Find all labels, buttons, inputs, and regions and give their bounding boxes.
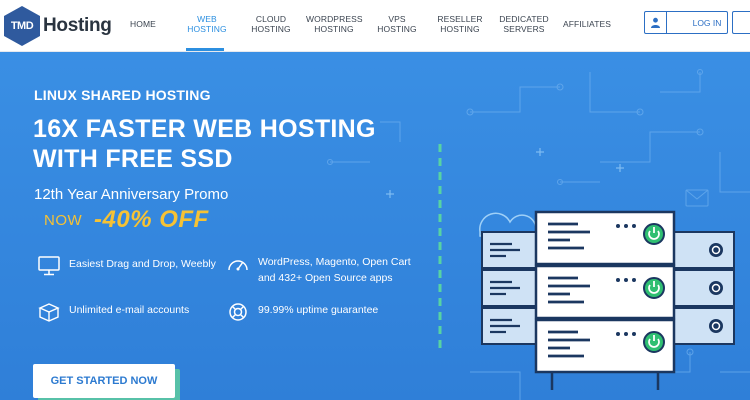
hero-eyebrow: LINUX SHARED HOSTING: [34, 87, 211, 103]
logo-mark: TMD: [4, 6, 40, 46]
server-rack-illustration: [479, 210, 735, 390]
gauge-icon: [228, 260, 248, 271]
nav-active-indicator: [186, 48, 224, 51]
nav-affiliates[interactable]: AFFILIATES: [562, 19, 612, 29]
feature-drag-drop: Easiest Drag and Drop, Weebly: [37, 256, 216, 276]
monitor-icon: [38, 256, 60, 276]
promo-discount: -40% OFF: [94, 206, 209, 233]
promo-now: NOW: [44, 212, 83, 229]
user-icon: [645, 12, 667, 33]
circuit-background: [327, 69, 750, 400]
feature-uptime: 99.99% uptime guarantee: [226, 302, 378, 322]
logo-text: Hosting: [43, 15, 112, 36]
menu-button[interactable]: [732, 11, 750, 34]
dashed-divider: [438, 144, 442, 354]
login-label: LOG IN: [692, 17, 722, 28]
login-button[interactable]: LOG IN: [644, 11, 728, 34]
feature-email: Unlimited e-mail accounts: [37, 302, 189, 322]
logo[interactable]: TMD Hosting: [4, 6, 112, 46]
promo-text: 12th Year Anniversary Promo: [34, 186, 229, 203]
nav-home[interactable]: HOME: [130, 19, 156, 29]
box-icon: [38, 303, 60, 322]
lifebuoy-icon: [229, 303, 247, 321]
hero-banner: LINUX SHARED HOSTING 16X FASTER WEB HOST…: [0, 52, 750, 400]
get-started-button[interactable]: GET STARTED NOW: [33, 364, 175, 398]
hero-headline: 16X FASTER WEB HOSTING WITH FREE SSD: [33, 115, 376, 173]
